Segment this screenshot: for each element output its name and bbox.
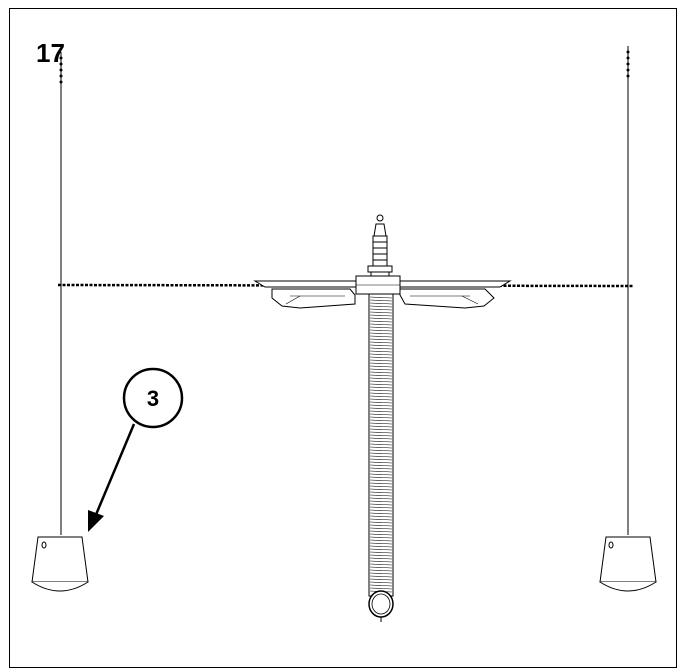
left-suspension-wire [59,52,63,535]
right-suspension-wire [626,46,630,535]
left-housing [271,288,356,309]
left-weight [31,536,89,592]
assembly-diagram: 3 [31,46,657,622]
hanger-connector-icon [367,214,393,277]
right-weight [599,536,657,592]
right-housing [399,288,495,309]
callout-number: 3 [147,386,159,411]
step-number: 17 [36,38,65,68]
coiled-spring-icon [368,293,394,622]
center-mount-block [355,275,401,295]
callout-arrow [88,423,136,532]
callout-3: 3 [122,367,184,429]
